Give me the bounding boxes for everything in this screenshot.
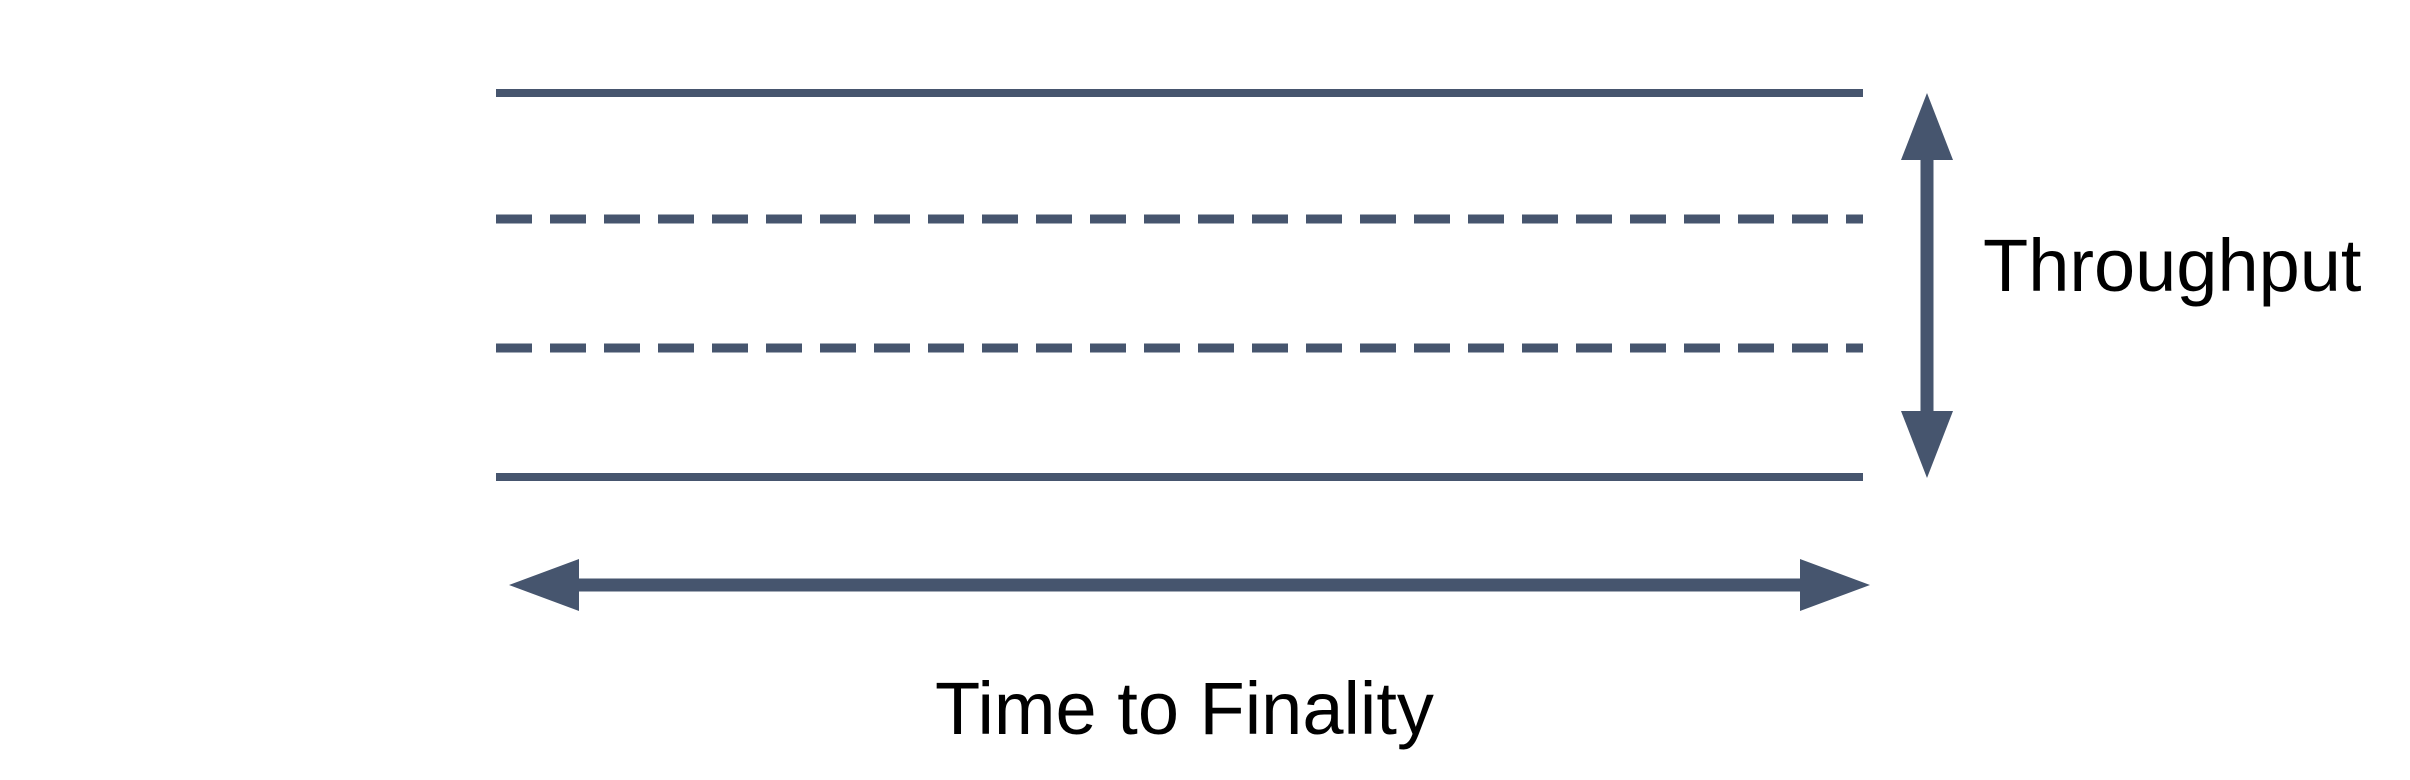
throughput-axis-label: Throughput (1983, 224, 2362, 307)
double-arrow-vertical-icon (1901, 93, 1953, 478)
time-to-finality-axis-label: Time to Finality (935, 667, 1434, 750)
double-arrow-horizontal-icon (509, 559, 1870, 611)
